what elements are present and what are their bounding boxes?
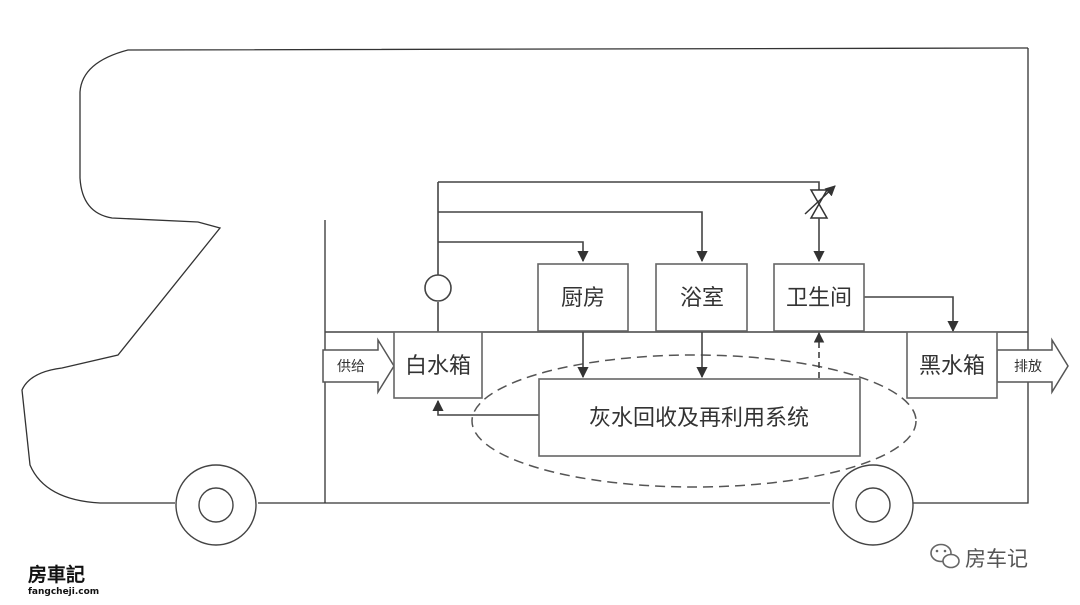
front-wheel [175, 464, 257, 546]
greywater-boundary [471, 354, 917, 488]
toilet-label: 卫生间 [786, 286, 852, 311]
rv-body-outline [21, 47, 1029, 504]
valve-icon [804, 185, 836, 219]
greywater-box: 灰水回收及再利用系统 [538, 378, 861, 457]
discharge-arrow: 排放 [996, 337, 1069, 395]
logo-chinese: 房車記 [28, 563, 85, 586]
supply-label: 供给 [337, 359, 365, 375]
white-tank-box: 白水箱 [393, 331, 483, 399]
wechat-icon [930, 543, 960, 569]
toilet-box: 卫生间 [773, 263, 865, 332]
watermark-text: 房车记 [965, 547, 1028, 571]
bathroom-box: 浴室 [655, 263, 748, 332]
kitchen-box: 厨房 [537, 263, 629, 332]
watermark: 房车记 [930, 543, 1028, 571]
white-tank-label: 白水箱 [405, 354, 471, 379]
greywater-label: 灰水回收及再利用系统 [589, 406, 809, 431]
logo-url: fangcheji.com [28, 587, 99, 597]
brand-logo: 房車記 fangcheji.com [28, 563, 99, 597]
supply-arrow: 供给 [322, 337, 395, 395]
rear-wheel [832, 464, 914, 546]
pump-icon [424, 274, 452, 302]
black-tank-label: 黑水箱 [919, 354, 985, 379]
discharge-label: 排放 [1014, 359, 1042, 375]
bathroom-label: 浴室 [680, 286, 724, 311]
black-tank-box: 黑水箱 [906, 331, 998, 399]
kitchen-label: 厨房 [561, 286, 605, 311]
